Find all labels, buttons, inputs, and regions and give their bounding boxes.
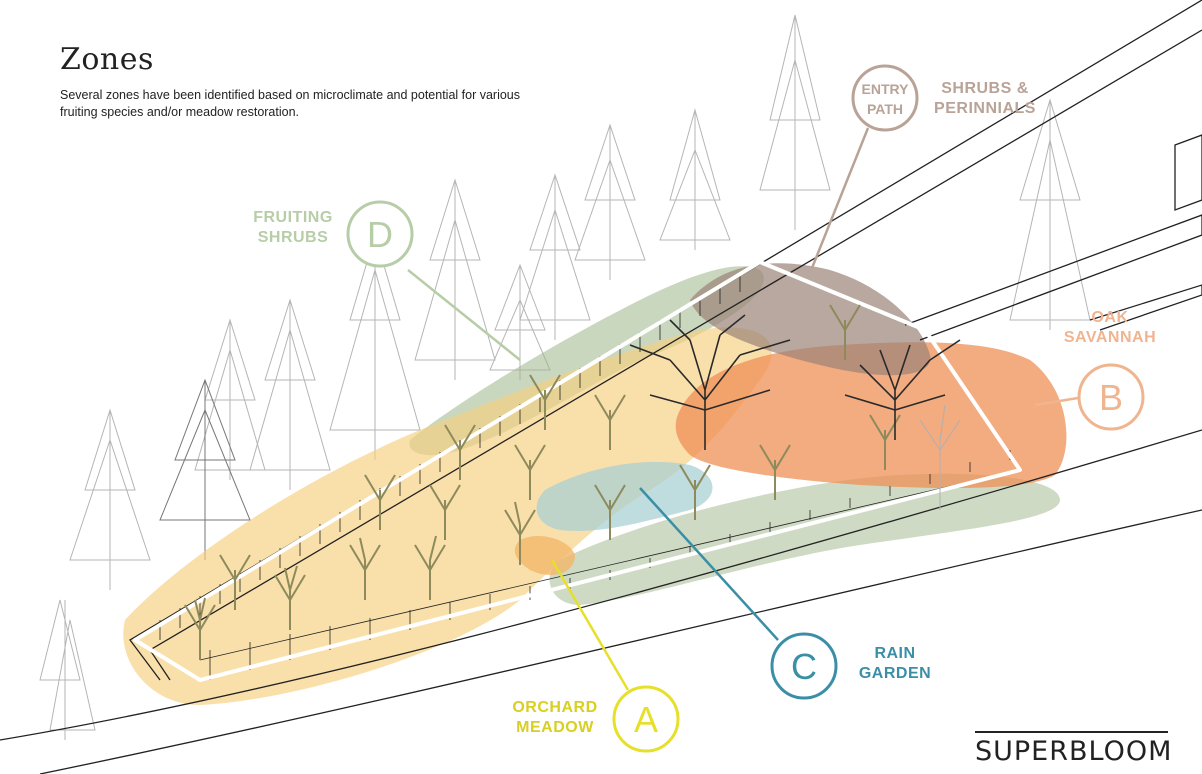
zone-d-label: FRUITING SHRUBS [238,208,348,248]
zone-b-label-line2: SAVANNAH [1063,329,1157,346]
dead-tree [919,404,961,510]
dark-background-tree [159,378,251,560]
leader-entry [810,127,870,269]
zone-a-circle [612,685,680,753]
entry-label-line1: ENTRY [862,81,910,97]
background-trees [39,14,1091,740]
shrubs-label: SHRUBS & PERINNIALS [925,79,1045,119]
zone-d-circle [346,200,414,268]
leader-a [550,559,630,691]
zone-a-label-line2: MEADOW [516,719,594,736]
zone-a-label: ORCHARD MEADOW [500,698,610,738]
oak-trees [629,314,961,450]
zone-b-label: OAK SAVANNAH [1050,308,1170,348]
zone-entry-area [690,263,931,376]
leader-d [407,269,521,361]
site-boundary [133,260,1022,682]
zone-d-label-line1: FRUITING [253,209,333,226]
page-title: Zones [60,42,154,77]
zone-a-label-line1: ORCHARD [512,699,598,716]
brand-logo: SUPERBLOOM [975,736,1173,767]
zone-d-letter: D [367,214,393,255]
leader-b [1034,396,1079,407]
zone-b-circle [1077,363,1145,431]
entry-circle [851,64,919,132]
page-description: Several zones have been identified based… [60,88,520,119]
leader-c [639,487,779,641]
zone-b-letter: B [1099,377,1123,418]
zone-c-label: RAIN GARDEN [840,644,950,684]
zone-c-circle [770,632,838,700]
zone-a-small-area [514,535,575,575]
zone-d-strip [549,473,1060,605]
shrubs-label-line2: PERINNIALS [934,100,1036,117]
zone-a-letter: A [634,699,658,740]
zone-c-area [536,461,713,531]
callout-lines [407,127,1079,691]
zone-c-letter: C [791,646,817,687]
zone-d-label-line2: SHRUBS [257,229,329,246]
entry-label-line2: PATH [867,101,903,117]
brand-rule [975,731,1168,733]
zone-c-label-line2: GARDEN [858,665,932,682]
railings [159,272,1021,680]
zone-b-label-line1: OAK [1091,309,1129,326]
orchard-trees [184,304,901,660]
shrubs-label-line1: SHRUBS & [941,80,1029,97]
zone-c-label-line1: RAIN [874,645,916,662]
